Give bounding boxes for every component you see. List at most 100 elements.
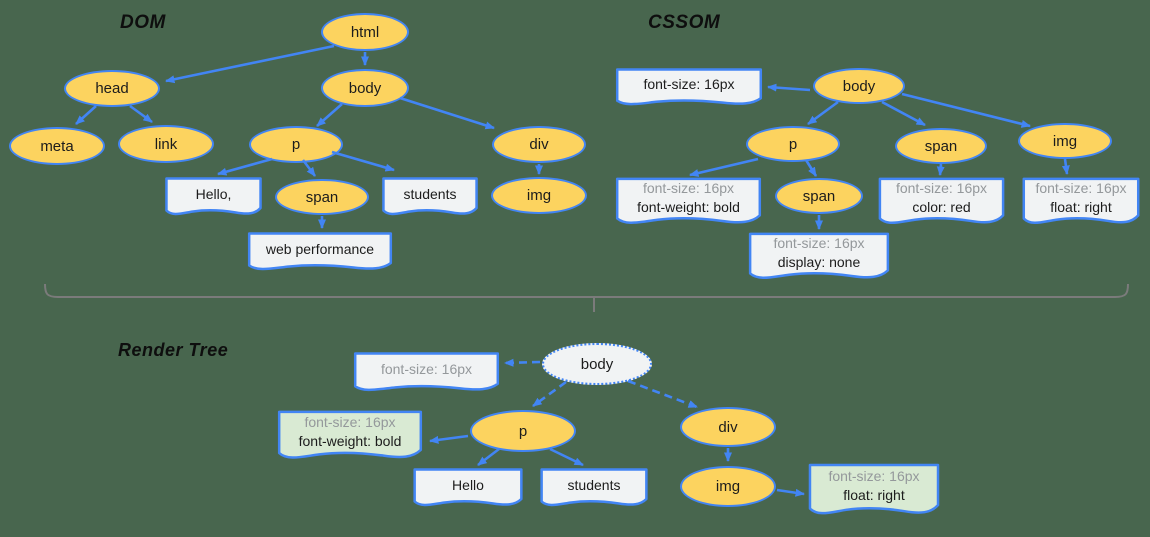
style-line-inherited: font-size: 16px [1035,180,1127,197]
node-label: body [580,355,614,373]
flag-shape [382,177,478,219]
render-textnode-students: students [540,468,648,510]
node-label: img [1052,132,1078,150]
cssom-node-p: p [746,126,840,162]
cssom-style-box-span: font-size: 16px color: red [878,177,1005,229]
arrow-head-to-link [129,104,153,124]
dom-textnode-hello: Hello, [165,177,262,219]
dom-node-body: body [321,69,409,107]
arrow-cssom-body-to-span [881,100,926,127]
arrow-head-to-meta [75,105,97,125]
arrow-cssom-body-to-style [767,83,811,92]
arrow-cssom-img-to-style [1061,158,1070,175]
arrow-render-body-to-style [504,358,541,367]
style-line: float: right [843,487,905,504]
flag-shape [413,468,523,510]
section-divider-brace [44,283,1129,298]
node-label: head [95,80,129,97]
arrow-cssom-span-to-style [936,163,945,176]
node-label: p [518,422,528,440]
arrow-cssom-p-to-span-child [804,159,818,177]
flag-label: students [403,185,457,202]
cssom-title: CSSOM [648,12,721,33]
dom-textnode-web-performance: web performance [247,232,393,274]
node-label: span [924,137,958,155]
node-label: img [526,187,552,204]
dom-node-p: p [249,126,343,163]
dom-node-div: div [492,126,586,163]
dom-node-img: img [491,177,587,214]
flag-shape [165,177,262,219]
arrow-render-p-to-students [549,447,584,467]
arrow-body-to-div [399,96,495,130]
node-label: link [154,135,178,153]
arrow-render-img-to-style [776,488,805,497]
cssom-node-span-child: span [775,178,863,214]
flag-shape [277,410,423,464]
style-line: font-weight: bold [298,433,402,450]
flag-shape [353,352,500,395]
style-line-inherited: font-size: 16px [380,361,473,378]
style-line: color: red [912,199,971,216]
flag-shape [247,232,393,274]
node-label: body [842,77,876,95]
dom-node-html: html [321,13,409,51]
arrow-cssom-body-to-p [807,100,839,126]
flag-shape [878,177,1005,229]
arrow-p-to-students [331,150,395,172]
dom-node-span: span [275,179,369,215]
node-label: span [305,188,339,206]
cssom-node-span: span [895,128,987,164]
node-label: span [802,187,836,205]
dom-node-link: link [118,125,214,163]
arrow-html-to-head [165,44,335,84]
node-label: p [788,135,798,153]
render-node-img: img [680,466,776,507]
cssom-style-box-body: font-size: 16px [615,68,763,109]
node-label: body [348,79,382,97]
flag-shape [615,68,763,109]
style-line-inherited: font-size: 16px [642,180,735,197]
arrow-cssom-body-to-img [901,92,1031,128]
flag-shape [1022,177,1140,229]
node-label: div [529,136,549,153]
render-node-p: p [470,410,576,452]
render-style-box-p: font-size: 16px font-weight: bold [277,410,423,464]
arrow-p-to-hello [217,157,273,176]
flag-shape [615,177,762,229]
flag-label: Hello [452,476,484,493]
cssom-node-img: img [1018,123,1112,159]
cssom-node-body: body [813,68,905,104]
node-label: html [350,23,380,41]
arrow-render-body-to-p [532,380,567,408]
arrow-render-p-to-hello [477,447,500,467]
cssom-style-box-img: font-size: 16px float: right [1022,177,1140,229]
style-line-inherited: font-size: 16px [895,180,988,197]
flag-label: Hello, [195,185,232,202]
flag-label: students [567,476,621,493]
node-label: meta [40,137,74,155]
style-line-inherited: font-size: 16px [828,468,920,485]
flag-shape [540,468,648,510]
render-style-box-body: font-size: 16px [353,352,500,395]
style-line: font-weight: bold [637,199,740,216]
cssom-style-box-p: font-size: 16px font-weight: bold [615,177,762,229]
cssom-style-box-span-child: font-size: 16px display: none [748,232,890,284]
style-line: display: none [777,254,861,271]
style-line: font-size: 16px [643,76,735,93]
dom-title: DOM [120,12,166,33]
style-line-inherited: font-size: 16px [304,414,396,431]
flag-shape [748,232,890,284]
dom-node-meta: meta [9,127,105,165]
arrow-render-p-to-style [429,434,469,444]
node-label: img [715,478,741,495]
arrow-body-to-p [316,103,343,127]
dom-node-head: head [64,70,160,107]
style-line: float: right [1050,199,1112,216]
style-line-inherited: font-size: 16px [773,235,865,252]
render-style-box-img: font-size: 16px float: right [808,463,940,520]
arrow-cssom-p-to-style [689,157,759,177]
flag-label: web performance [265,240,375,257]
